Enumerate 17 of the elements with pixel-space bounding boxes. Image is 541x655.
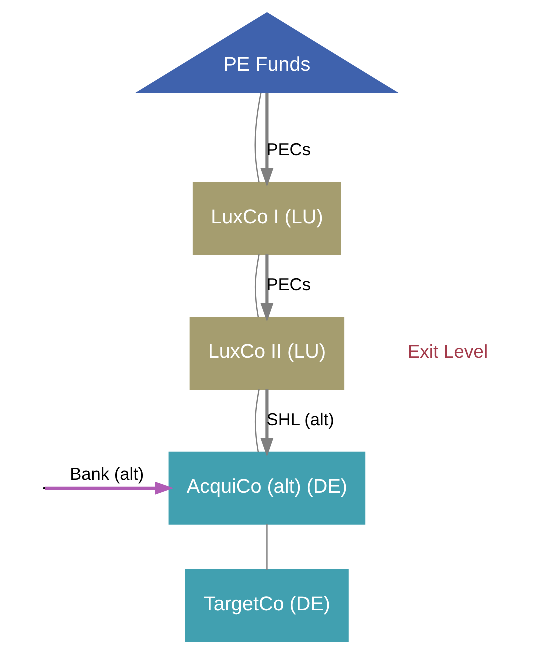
label: Exit Level [407,340,488,362]
edge-label: PECs [266,140,310,160]
arrow [260,92,274,187]
edge-label: Bank (alt) [70,464,144,484]
arrow [44,482,174,495]
node-box: LuxCo I (LU) [192,182,341,256]
arrow [260,254,274,322]
arrow [260,390,274,457]
edge-label: PECs [266,274,310,295]
node-box: TargetCo (DE) [185,570,348,643]
edge-label: SHL (alt) [266,410,334,430]
connector [254,389,260,452]
connector [266,524,268,570]
connector [254,93,262,183]
connector [254,254,260,318]
node-box: LuxCo II (LU) [189,316,344,390]
node-box: AcquiCo (alt) (DE) [168,452,366,525]
